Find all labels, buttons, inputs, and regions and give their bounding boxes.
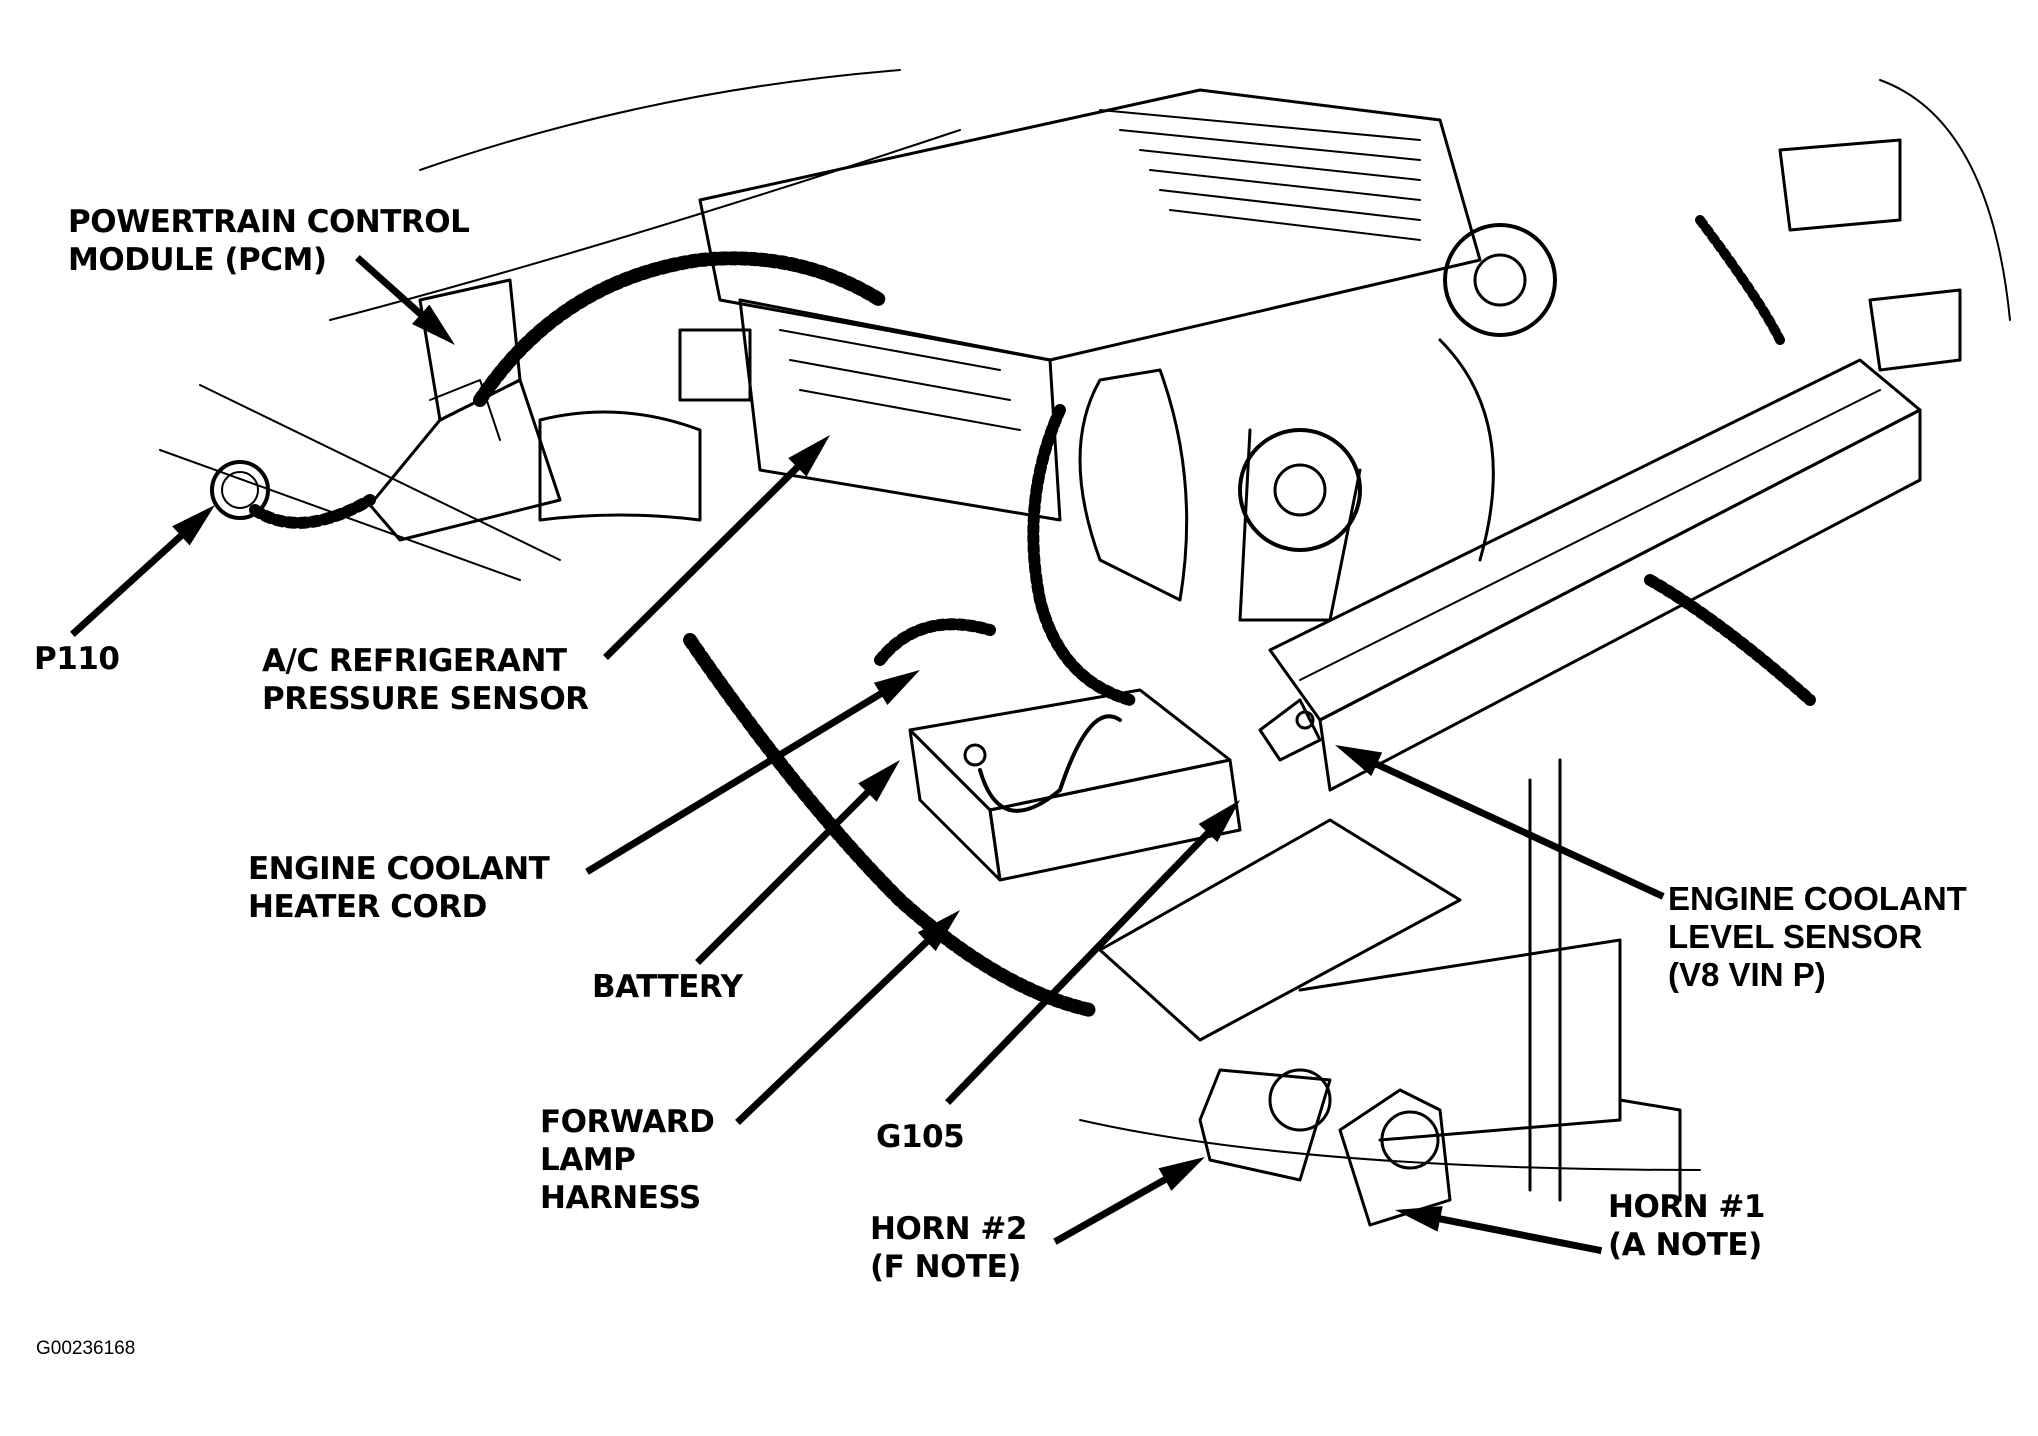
coolant-level-arrow-shaft [1372, 759, 1665, 900]
label-horn-1: HORN #1(A NOTE) [1608, 1189, 1765, 1263]
ac-sensor-arrow-head [788, 435, 830, 477]
horn2-arrow-shaft [1053, 1174, 1170, 1245]
horn-1 [1338, 1088, 1452, 1227]
radiator-support [1258, 138, 1962, 792]
engine-block [538, 88, 1482, 522]
p110-arrow-shaft [70, 530, 186, 637]
figure-id: G00236168 [36, 1338, 136, 1359]
horn1-arrow-head [1395, 1206, 1443, 1232]
label-g105: G105 [876, 1119, 965, 1155]
horn2-arrow-head [1158, 1157, 1205, 1191]
label-battery: BATTERY [592, 969, 743, 1005]
lamp-harness-arrow-shaft [735, 936, 932, 1125]
heater-cord-arrow-head [873, 670, 920, 705]
wire-harnesses [473, 215, 1816, 1017]
alternator-pulleys [1078, 223, 1557, 622]
ac-sensor-arrow-shaft [603, 462, 803, 660]
horn-2 [1198, 1068, 1332, 1182]
coolant-level-arrow-head [1335, 745, 1383, 777]
battery-arrow-head [858, 760, 900, 802]
p110-connector [210, 460, 376, 529]
battery-box [908, 688, 1242, 882]
pcm-arrow-shaft [355, 255, 426, 320]
label-horn-2: HORN #2(F NOTE) [870, 1211, 1027, 1285]
pcm-arrow-head [412, 304, 455, 345]
lamp-harness-arrow-head [917, 910, 960, 952]
battery-arrow-shaft [695, 787, 873, 965]
g105-arrow-head [1198, 800, 1240, 843]
front-end-lower [1098, 758, 1682, 1202]
g105-arrow-shaft [945, 828, 1213, 1105]
p110-arrow-head [172, 505, 215, 546]
leader-arrows [70, 255, 1665, 1255]
horn1-arrow-shaft [1436, 1214, 1603, 1255]
label-p110: P110 [34, 641, 120, 677]
heater-cord-arrow-shaft [585, 689, 886, 875]
pcm-module [368, 278, 562, 542]
